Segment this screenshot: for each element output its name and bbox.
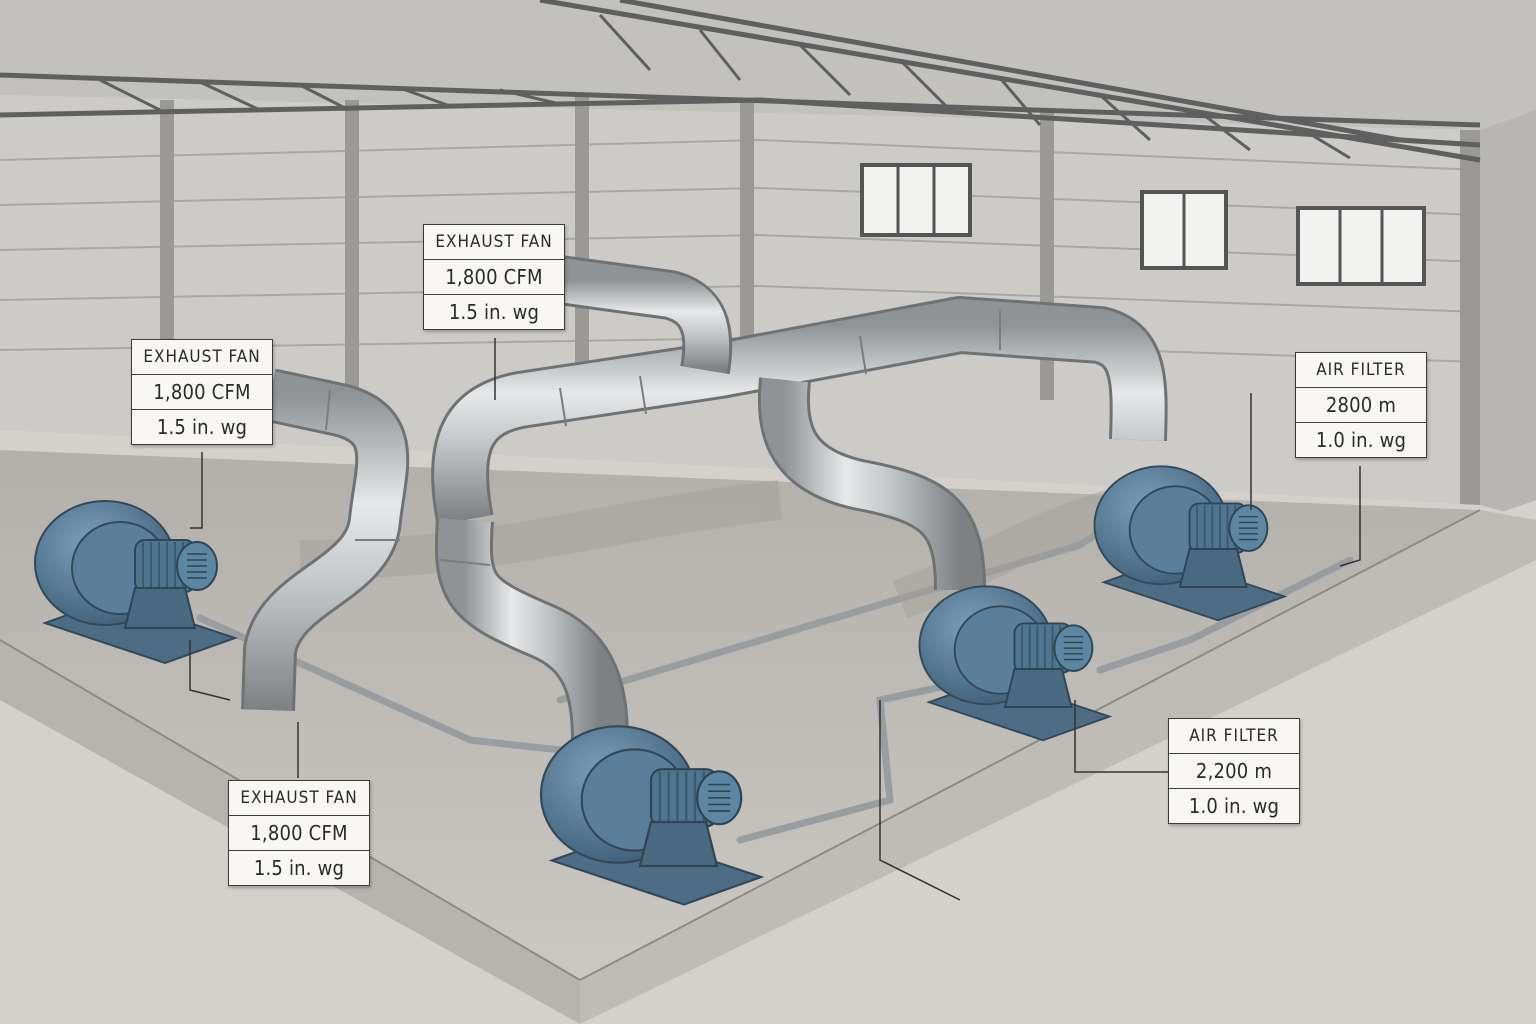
label-flow: 2,200 m xyxy=(1169,753,1299,788)
windows xyxy=(860,163,1426,286)
label-exhaust-fan-bottom: EXHAUST FAN 1,800 CFM 1.5 in. wg xyxy=(228,780,370,886)
label-pressure: 1.5 in. wg xyxy=(132,409,272,444)
label-pressure: 1.0 in. wg xyxy=(1296,422,1426,457)
label-exhaust-fan-top: EXHAUST FAN 1,800 CFM 1.5 in. wg xyxy=(423,224,565,330)
label-title: AIR FILTER xyxy=(1316,360,1406,380)
window xyxy=(1296,206,1426,286)
label-flow: 1,800 CFM xyxy=(424,259,564,294)
label-flow: 1,800 CFM xyxy=(229,815,369,850)
label-pressure: 1.5 in. wg xyxy=(229,850,369,885)
roof-trusses xyxy=(0,0,1481,163)
fan-unit-left xyxy=(34,500,239,665)
ductwork xyxy=(241,255,1168,741)
label-title: EXHAUST FAN xyxy=(143,347,261,367)
fan-unit-center-right xyxy=(918,585,1113,742)
label-pressure: 1.0 in. wg xyxy=(1169,788,1299,823)
label-exhaust-fan-left: EXHAUST FAN 1,800 CFM 1.5 in. wg xyxy=(131,339,273,445)
label-air-filter-right: AIR FILTER 2800 m 1.0 in. wg xyxy=(1295,352,1427,458)
fan-unit-right xyxy=(1093,465,1288,622)
fan-unit-center xyxy=(539,725,765,906)
label-title: AIR FILTER xyxy=(1189,726,1279,746)
window xyxy=(860,163,972,237)
label-air-filter-center: AIR FILTER 2,200 m 1.0 in. wg xyxy=(1168,718,1300,824)
window xyxy=(1140,190,1228,270)
leader-lines xyxy=(189,338,1361,901)
label-pressure: 1.5 in. wg xyxy=(424,294,564,329)
label-flow: 2800 m xyxy=(1296,387,1426,422)
label-title: EXHAUST FAN xyxy=(240,788,358,808)
label-flow: 1,800 CFM xyxy=(132,374,272,409)
fans xyxy=(34,465,1288,906)
label-title: EXHAUST FAN xyxy=(435,232,553,252)
